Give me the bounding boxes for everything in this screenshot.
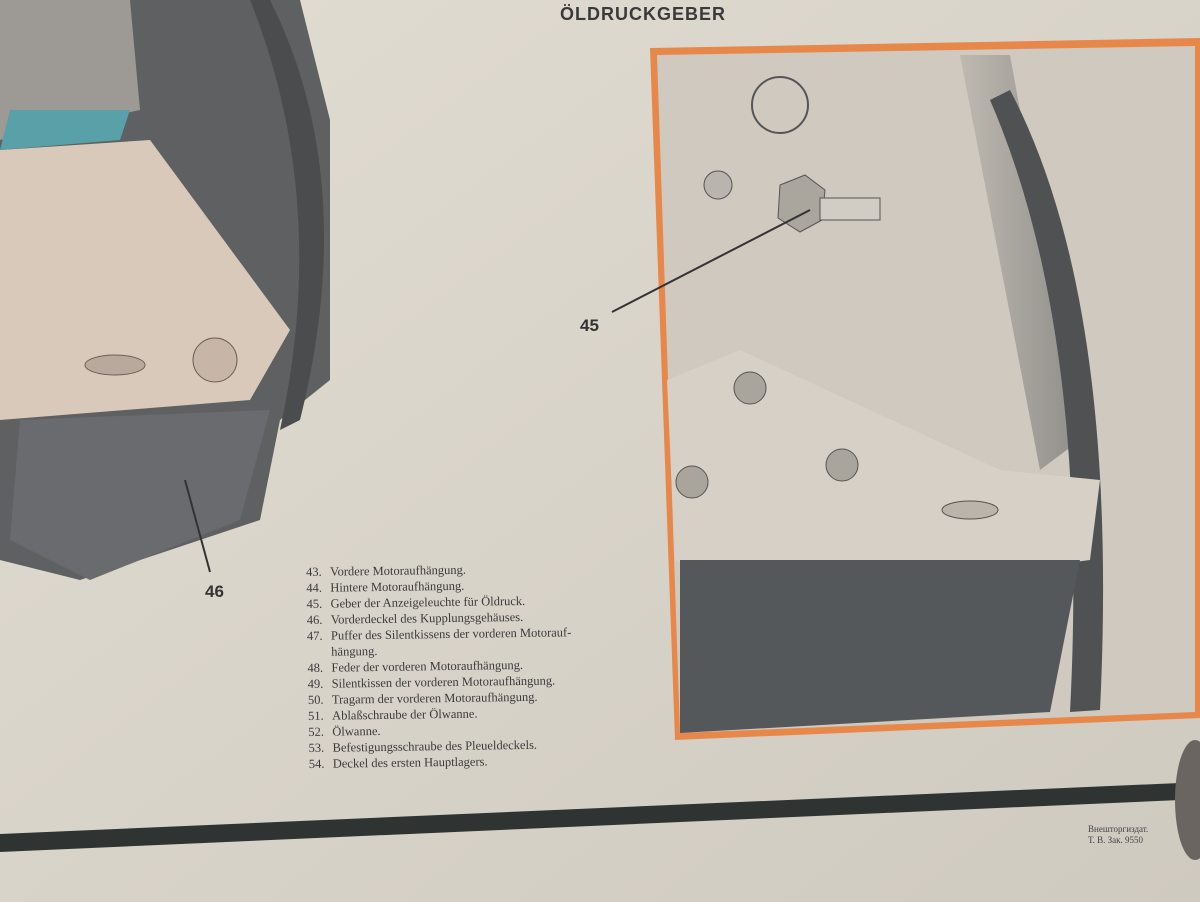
- legend-number: 45.: [306, 596, 323, 611]
- left-engine-drawing: [0, 0, 330, 580]
- legend-number: 51.: [308, 708, 324, 723]
- legend-text: Ablaßschraube der Ölwanne.: [332, 706, 478, 723]
- legend-text: Ölwanne.: [332, 723, 381, 739]
- legend-text: Vorderdeckel des Kupplungsgehäuses.: [330, 609, 524, 627]
- imprint-line-1: Внешторгиздат.: [1088, 824, 1149, 834]
- legend-number: 44.: [306, 580, 323, 595]
- legend-text: Feder der vorderen Motoraufhängung.: [331, 657, 524, 675]
- legend-number: 46.: [306, 612, 323, 627]
- bottom-bar: [0, 783, 1180, 852]
- poster-title: ÖLDRUCKGEBER: [560, 4, 727, 24]
- legend-number: 54.: [308, 756, 325, 771]
- callout-46: 46: [205, 582, 224, 601]
- printer-imprint: Внешторгиздат. Т. В. Зак. 9550: [1088, 824, 1148, 846]
- legend-number: 52.: [308, 724, 325, 739]
- legend-number: 50.: [307, 692, 324, 707]
- legend-text: Tragarm der vorderen Motoraufhängung.: [331, 689, 538, 707]
- legend-number: 47.: [306, 628, 323, 643]
- legend-text: Deckel des ersten Hauptlagers.: [332, 754, 488, 771]
- flywheel-ring: [250, 0, 324, 430]
- legend-number: 53.: [308, 740, 325, 755]
- legend-text: Befestigungsschraube des Pleueldeckels.: [332, 737, 538, 755]
- oil-pressure-sender-detail: [611, 38, 1200, 740]
- callout-45: 45: [580, 316, 599, 335]
- legend-number: 49.: [307, 676, 324, 691]
- clutch-cover: [10, 410, 270, 580]
- legend-number: 48.: [307, 660, 324, 675]
- legend-text: Hintere Motoraufhängung.: [330, 578, 465, 595]
- imprint-line-2: Т. В. Зак. 9550: [1088, 835, 1143, 845]
- legend-text: Puffer des Silentkissens der vorderen Mo…: [330, 625, 572, 643]
- legend-number: 43.: [306, 564, 322, 579]
- legend-text: Geber der Anzeigeleuchte für Öldruck.: [330, 593, 526, 611]
- parts-legend: 43. Vordere Motoraufhängung. 44. Hintere Mo…: [306, 560, 573, 772]
- legend-text: Vordere Motoraufhängung.: [330, 562, 467, 579]
- edge-shadow: [1175, 740, 1200, 860]
